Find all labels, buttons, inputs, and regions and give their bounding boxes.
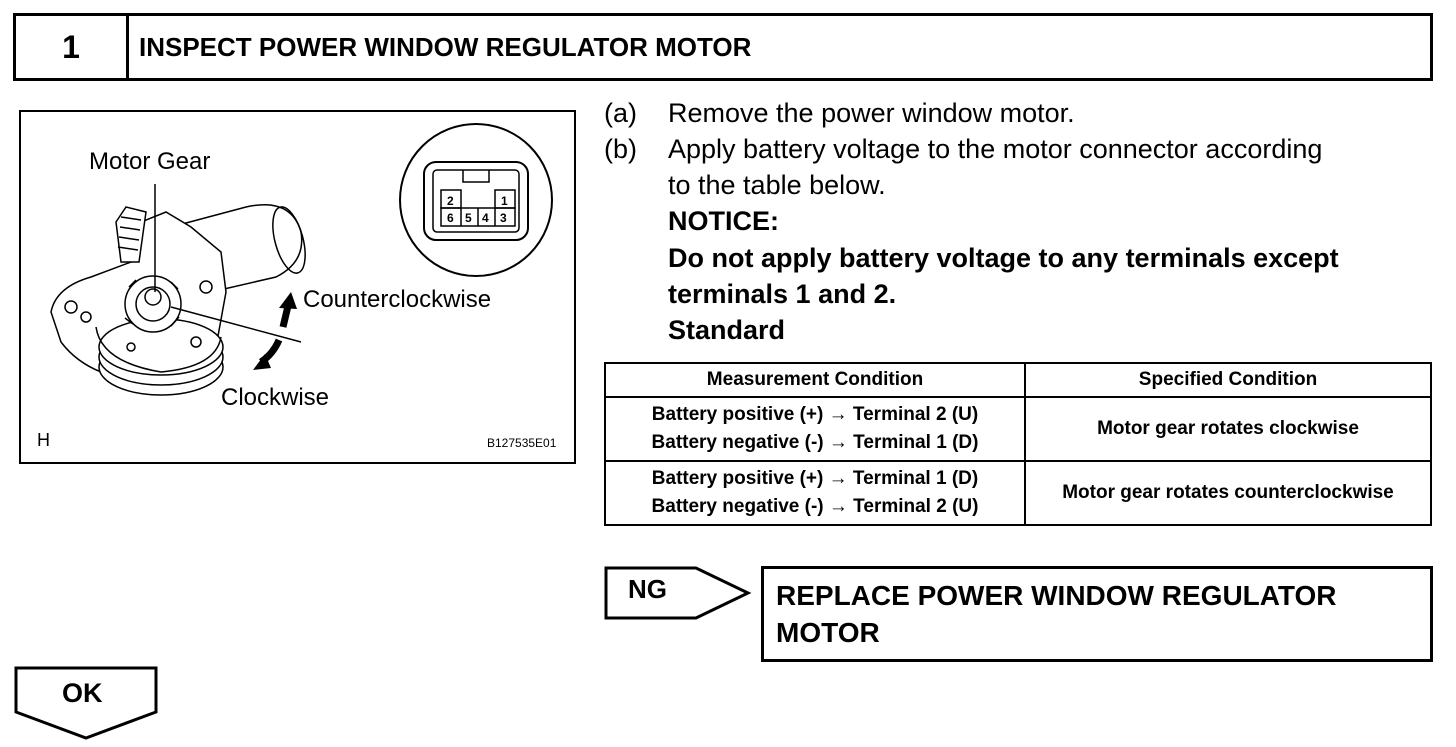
figure-code: B127535E01 bbox=[487, 436, 557, 450]
step-a-marker: (a) bbox=[604, 98, 637, 128]
measurement-condition-cell: Battery positive (+) → Terminal 1 (D) Ba… bbox=[604, 460, 1026, 526]
terminal-6-label: 6 bbox=[447, 211, 454, 225]
terminal-5-label: 5 bbox=[465, 211, 472, 225]
standard-label: Standard bbox=[668, 315, 786, 345]
ok-label: OK bbox=[62, 678, 103, 708]
ok-arrow-icon bbox=[14, 666, 158, 740]
step-number: 1 bbox=[16, 16, 129, 78]
notice-label: NOTICE: bbox=[668, 206, 779, 236]
motor-figure: 2 1 6 5 4 3 Motor Gear Counterclockwise … bbox=[19, 110, 576, 464]
standard-table: Measurement Condition Specified Conditio… bbox=[604, 362, 1432, 526]
specified-condition-cell: Motor gear rotates counterclockwise bbox=[1024, 460, 1432, 526]
condition-line: Battery positive (+) → Terminal 1 (D) bbox=[651, 468, 979, 489]
step-title: INSPECT POWER WINDOW REGULATOR MOTOR bbox=[139, 31, 752, 62]
column-header: Specified Condition bbox=[1024, 362, 1432, 398]
terminal-4-label: 4 bbox=[482, 211, 489, 225]
clockwise-label: Clockwise bbox=[221, 384, 330, 411]
step-b-text-line1: Apply battery voltage to the motor conne… bbox=[668, 134, 1323, 164]
motor-illustration: 2 1 6 5 4 3 bbox=[50, 123, 553, 396]
ok-branch: OK bbox=[14, 666, 160, 747]
terminal-1-label: 1 bbox=[501, 194, 508, 208]
condition-line: Battery negative (-) → Terminal 2 (U) bbox=[651, 496, 979, 517]
table-row: Battery positive (+) → Terminal 2 (U) Ba… bbox=[604, 396, 1432, 462]
notice-line1: Do not apply battery voltage to any term… bbox=[668, 243, 1339, 273]
ng-arrow-icon bbox=[604, 566, 752, 620]
condition-line: Battery negative (-) → Terminal 1 (D) bbox=[651, 432, 979, 453]
ng-result-line1: REPLACE POWER WINDOW REGULATOR bbox=[776, 580, 1337, 611]
notice-line2: terminals 1 and 2. bbox=[668, 279, 897, 309]
step-b-marker: (b) bbox=[604, 134, 637, 164]
specified-condition-cell: Motor gear rotates clockwise bbox=[1024, 396, 1432, 462]
terminal-3-label: 3 bbox=[500, 211, 507, 225]
counterclockwise-label: Counterclockwise bbox=[303, 286, 492, 313]
measurement-condition-cell: Battery positive (+) → Terminal 2 (U) Ba… bbox=[604, 396, 1026, 462]
ng-result-line2: MOTOR bbox=[776, 617, 880, 648]
step-b-text-line2: to the table below. bbox=[668, 170, 886, 200]
motor-gear-label: Motor Gear bbox=[89, 148, 211, 175]
condition-line: Battery positive (+) → Terminal 2 (U) bbox=[651, 404, 979, 425]
terminal-2-label: 2 bbox=[447, 194, 454, 208]
figure-corner-letter: H bbox=[37, 430, 50, 450]
ng-result-box: REPLACE POWER WINDOW REGULATOR MOTOR bbox=[761, 566, 1433, 662]
step-header: 1 INSPECT POWER WINDOW REGULATOR MOTOR bbox=[13, 13, 1433, 81]
step-a-text: Remove the power window motor. bbox=[668, 98, 1075, 128]
column-header: Measurement Condition bbox=[604, 362, 1026, 398]
table-row: Battery positive (+) → Terminal 1 (D) Ba… bbox=[604, 460, 1432, 526]
ng-label: NG bbox=[628, 574, 667, 604]
ng-branch: NG bbox=[604, 566, 754, 627]
table-header-row: Measurement Condition Specified Conditio… bbox=[604, 362, 1432, 398]
